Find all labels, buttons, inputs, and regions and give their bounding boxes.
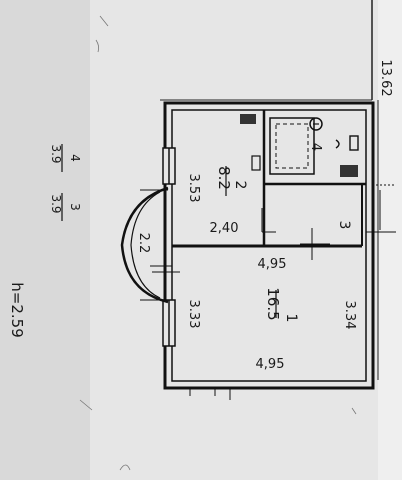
- dim-room2-width: 2,40: [210, 221, 239, 236]
- dim-bay: 2.2: [136, 233, 151, 254]
- paper-right-edge: [378, 0, 402, 480]
- bay-window: [120, 186, 169, 304]
- room-2-area: 8.2: [215, 166, 233, 190]
- legend-1-top: 4: [68, 154, 82, 162]
- room-3-number: 3: [336, 221, 352, 230]
- radiator-icon: [251, 155, 261, 171]
- interior-walls: [172, 110, 366, 248]
- legend-2-bottom: 3.9: [49, 194, 63, 213]
- legend-2-top: 3: [68, 203, 82, 211]
- room-1-area: 16.5: [264, 287, 282, 320]
- ceiling-height: h=2.59: [8, 282, 26, 337]
- dim-total: 13.62: [378, 59, 393, 96]
- dim-room1-bottom: 4,95: [256, 357, 285, 372]
- toilet-icon: [335, 135, 359, 151]
- room-2-number: 2: [232, 181, 248, 190]
- room-4-number: 4: [308, 143, 323, 151]
- dim-room1-right: 3.34: [342, 301, 357, 330]
- scan-marks: [79, 15, 357, 471]
- tile-patch-bathroom: [240, 114, 358, 177]
- sink-icon: [309, 117, 323, 131]
- dim-room1-left: 3.33: [186, 300, 201, 329]
- dim-room1-top: 4,95: [258, 257, 287, 272]
- wall-ticks: [150, 265, 231, 400]
- room-1-number: 1: [283, 314, 299, 323]
- legend-1-bottom: 3.9: [49, 144, 63, 163]
- legend-fraction-2: 3 3.9: [49, 193, 82, 221]
- bathtub: [269, 117, 315, 175]
- dim-room2-side: 3.53: [186, 174, 201, 203]
- windows-left: [162, 147, 176, 347]
- legend-fraction-1: 4 3.9: [49, 144, 82, 172]
- doors: [261, 184, 396, 260]
- paper-light-area: [90, 0, 402, 480]
